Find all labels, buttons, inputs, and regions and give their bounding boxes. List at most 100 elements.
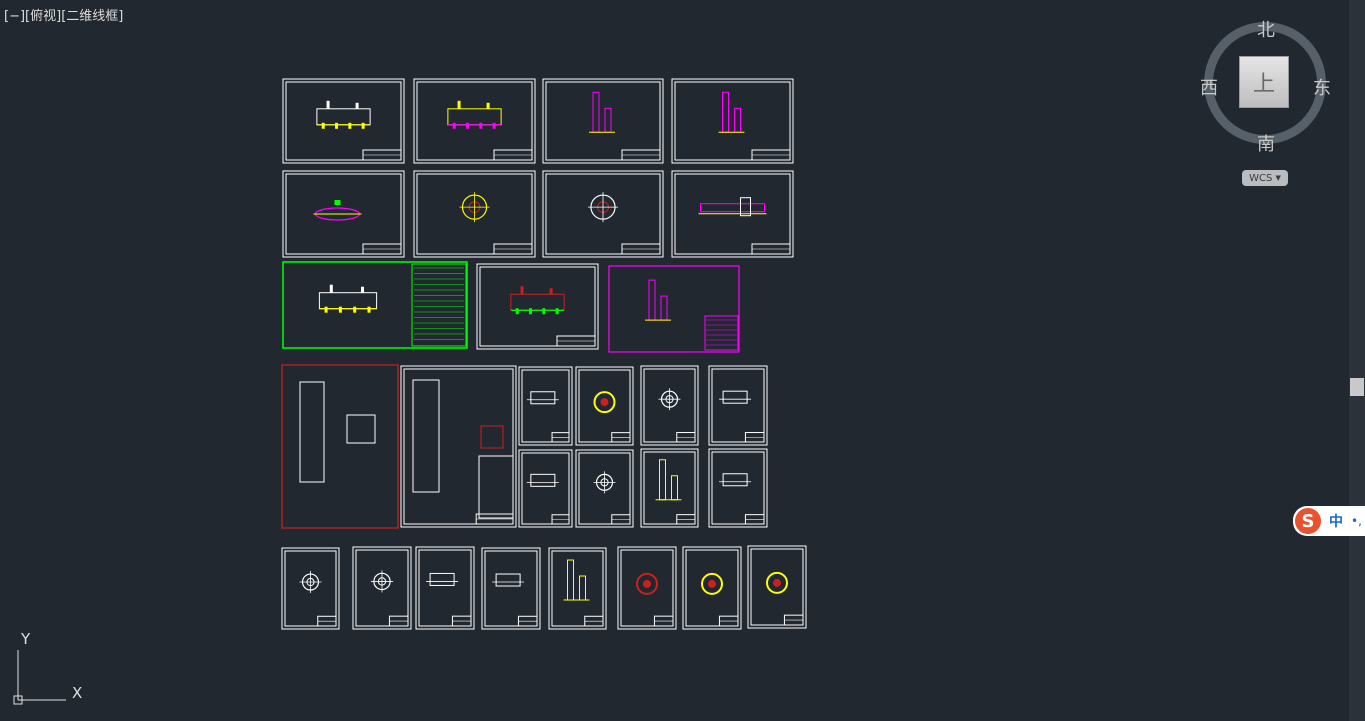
wcs-menu-button[interactable]: WCS ▼ <box>1242 170 1288 186</box>
nozzle <box>361 286 364 293</box>
vessel-support <box>348 122 352 129</box>
ime-punctuation-indicator[interactable]: •, <box>1351 514 1362 528</box>
viewport-controls-label[interactable]: [−][俯视][二维线框] <box>4 5 123 24</box>
part-outline <box>701 572 723 595</box>
drawing-sheet-border <box>284 550 337 627</box>
drawing-sheet-frame[interactable] <box>282 78 405 164</box>
chevron-down-icon: ▼ <box>1275 174 1281 182</box>
column-shell <box>659 459 666 501</box>
column-shell <box>604 107 612 133</box>
drawing-sheet-frame[interactable] <box>481 547 541 630</box>
drawing-sheet-frame[interactable] <box>671 170 794 258</box>
compass-east[interactable]: 东 <box>1313 78 1331 99</box>
drawing-sheet-border <box>674 81 791 161</box>
nozzle <box>520 286 524 295</box>
drawing-sheet-frame[interactable] <box>682 546 742 630</box>
tower-sheet-red[interactable] <box>281 364 399 529</box>
magenta-parts-table <box>704 315 739 351</box>
compass-north[interactable]: 北 <box>1257 20 1275 41</box>
drawing-sheet-frame[interactable] <box>518 449 573 528</box>
visual-style-menu[interactable]: [二维线框] <box>61 9 124 24</box>
viewport-menu[interactable]: [−] <box>4 9 26 24</box>
part-core <box>643 579 651 588</box>
compass-south[interactable]: 南 <box>1257 134 1275 155</box>
sogou-logo-icon[interactable]: S <box>1295 508 1321 534</box>
drawing-sheet-frame[interactable] <box>747 545 807 629</box>
red-detail <box>480 425 504 449</box>
viewcube[interactable]: 上 北 南 西 东 <box>1196 14 1336 164</box>
drawing-sheet-frame[interactable] <box>640 365 699 446</box>
vessel-support <box>367 306 371 313</box>
vessel-support <box>529 308 533 315</box>
column-shell <box>722 91 729 133</box>
drawing-sheet-border <box>418 549 472 627</box>
column-shell <box>734 107 741 133</box>
detail-view <box>722 473 748 487</box>
nozzle <box>457 100 461 109</box>
column-shell <box>567 559 574 601</box>
nozzle <box>486 102 490 109</box>
drawing-sheet-border <box>416 81 533 161</box>
compass-west[interactable]: 西 <box>1200 78 1218 99</box>
column-shell <box>592 91 600 133</box>
drawing-sheet-border <box>643 451 696 525</box>
ucs-x-label: X <box>72 684 83 702</box>
column-shell <box>579 575 586 601</box>
drawing-sheet-border <box>355 549 409 627</box>
tower-elevation <box>412 379 440 493</box>
ime-toolbar[interactable]: S 中 •, <box>1293 506 1365 536</box>
nozzle <box>355 102 359 109</box>
drawing-sheet-border <box>285 173 402 255</box>
drawing-sheet-frame[interactable] <box>415 546 475 630</box>
assembly-sheet-green[interactable] <box>282 261 468 349</box>
drawing-sheet-frame[interactable] <box>671 78 794 164</box>
vessel-support <box>492 122 496 129</box>
assembly-sheet-magenta[interactable] <box>608 265 740 353</box>
drawing-sheet-border <box>545 81 661 161</box>
drawing-sheet-frame[interactable] <box>640 448 699 528</box>
drawing-sheet-frame[interactable] <box>548 547 607 630</box>
ime-mode-indicator[interactable]: 中 <box>1329 514 1343 530</box>
drawing-sheet-border <box>484 550 538 627</box>
nozzle <box>549 288 553 295</box>
drawing-sheet-frame[interactable] <box>617 546 677 630</box>
drawing-sheet-frame[interactable] <box>413 170 536 258</box>
drawing-sheet-frame[interactable] <box>575 366 634 446</box>
drawing-sheet-frame[interactable] <box>542 78 664 164</box>
drawing-sheet-border <box>521 369 570 443</box>
vessel-body <box>316 108 371 126</box>
drawing-sheet-frame[interactable] <box>282 170 405 258</box>
drawing-sheet-frame[interactable] <box>708 448 768 528</box>
column-shell <box>648 279 656 321</box>
drawing-sheet-border <box>285 81 402 161</box>
drawing-sheet-border <box>416 173 533 255</box>
column-shell <box>671 475 678 501</box>
drawing-sheet-frame[interactable] <box>476 263 599 350</box>
view-menu[interactable]: [俯视] <box>25 9 62 24</box>
viewcube-top-face[interactable]: 上 <box>1239 56 1289 108</box>
drawing-sheet-border <box>545 173 661 255</box>
drawing-sheet-frame[interactable] <box>352 546 412 630</box>
equipment <box>740 197 751 217</box>
drawing-sheet-frame[interactable] <box>575 449 634 528</box>
part-core <box>708 579 716 588</box>
vertical-scrollbar[interactable] <box>1349 0 1365 721</box>
vessel-support <box>335 122 339 129</box>
part-outline <box>766 571 788 594</box>
drawing-sheet-frame[interactable] <box>518 366 573 446</box>
vessel-support <box>338 306 342 313</box>
vessel-support <box>324 306 328 313</box>
drawing-sheet-frame[interactable] <box>413 78 536 164</box>
vessel-support <box>452 122 456 129</box>
scrollbar-thumb[interactable] <box>1350 378 1364 396</box>
drawing-sheet-border <box>578 369 631 443</box>
drawing-sheet-frame[interactable] <box>400 365 517 528</box>
drawing-sheet-frame[interactable] <box>281 547 340 630</box>
drawing-sheet-frame[interactable] <box>708 365 768 446</box>
vessel-support <box>555 308 559 315</box>
vessel-support <box>479 122 483 129</box>
drawing-sheet-border <box>521 452 570 525</box>
viewcube-compass-ring[interactable] <box>1204 22 1326 144</box>
drawing-sheet-frame[interactable] <box>542 170 664 258</box>
